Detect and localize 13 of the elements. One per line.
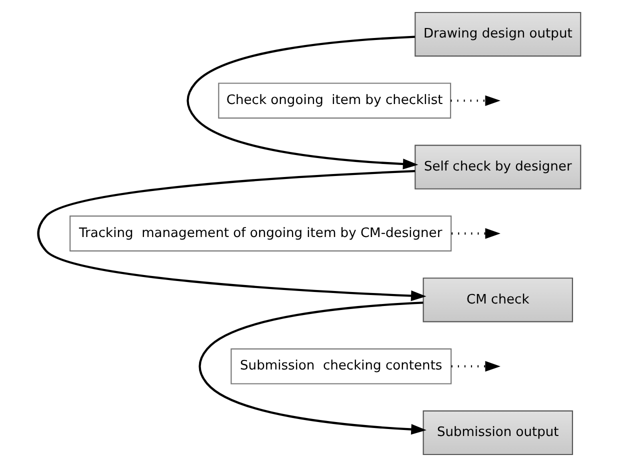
- node-box: Drawing design output: [414, 12, 581, 57]
- node-box: Submission checking contents: [230, 348, 452, 384]
- arrow: [451, 228, 500, 239]
- arrow: [36, 170, 426, 302]
- node-box: CM check: [422, 278, 573, 322]
- arrow: [186, 36, 418, 170]
- node-box: Self check by designer: [414, 144, 581, 190]
- arrow: [450, 360, 500, 372]
- node-box: Check ongoing item by checklist: [218, 82, 451, 119]
- node-box: Tracking management of ongoing item by CM-designer: [69, 216, 452, 252]
- node-box: Submission output: [422, 410, 573, 456]
- arrow: [198, 302, 426, 435]
- arrow: [450, 95, 500, 106]
